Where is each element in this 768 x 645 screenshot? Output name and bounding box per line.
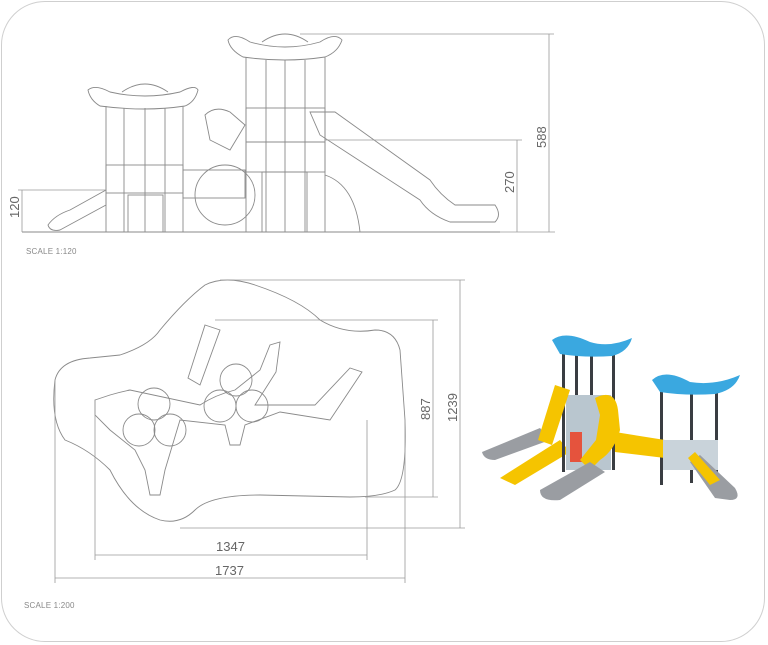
left-roof (87, 87, 199, 110)
elevation-dimensions (18, 33, 555, 233)
left-slide (47, 189, 107, 231)
render-right-roof (652, 374, 740, 395)
plan-roof-circle (122, 413, 156, 447)
render-yellow-slide (500, 440, 570, 485)
render-spiral-tube (580, 394, 620, 470)
plan-view: 887 1239 1347 1737 SCALE 1:200 (24, 279, 465, 610)
tunnel-bridge (182, 169, 246, 199)
render-grey-slide-left (482, 428, 550, 460)
render-tube-slide (538, 385, 570, 445)
dimension-887: 887 (418, 398, 433, 420)
plan-roof-circle (137, 387, 171, 421)
render-red-panel (570, 432, 582, 462)
left-roof-dome (121, 83, 169, 93)
plan-tube-slide (187, 324, 221, 386)
right-tower-posts (245, 57, 326, 233)
right-curved-slide (324, 174, 361, 233)
plan-dimensions (54, 279, 465, 583)
equipment-footprint (94, 341, 363, 496)
dimension-1737: 1737 (215, 563, 244, 578)
dimension-1239: 1239 (445, 393, 460, 422)
dimension-270: 270 (502, 171, 517, 193)
right-tube-slide (309, 111, 499, 223)
dimension-1347: 1347 (216, 539, 245, 554)
side-elevation-view: 120 270 588 SCALE 1:120 (7, 33, 555, 256)
right-roof (227, 36, 343, 61)
render-tunnel (615, 432, 665, 458)
dimension-120: 120 (7, 196, 22, 218)
elevation-scale-label: SCALE 1:120 (26, 247, 77, 256)
render-yellow-slide-right (688, 452, 720, 485)
render-left-roof (552, 335, 632, 357)
plan-roof-circle (153, 413, 187, 447)
dimension-588: 588 (534, 126, 549, 148)
left-tower-posts (105, 106, 184, 233)
safety-zone-outline (53, 279, 406, 522)
tube-slide-top (204, 108, 246, 151)
playground-3d-render (482, 335, 740, 501)
right-roof-dome (261, 33, 309, 43)
spiral-slide (194, 164, 256, 226)
plan-scale-label: SCALE 1:200 (24, 601, 75, 610)
plan-roof-circle (235, 389, 269, 423)
render-grey-slide-front (540, 462, 605, 501)
plan-roof-circle (219, 363, 253, 397)
